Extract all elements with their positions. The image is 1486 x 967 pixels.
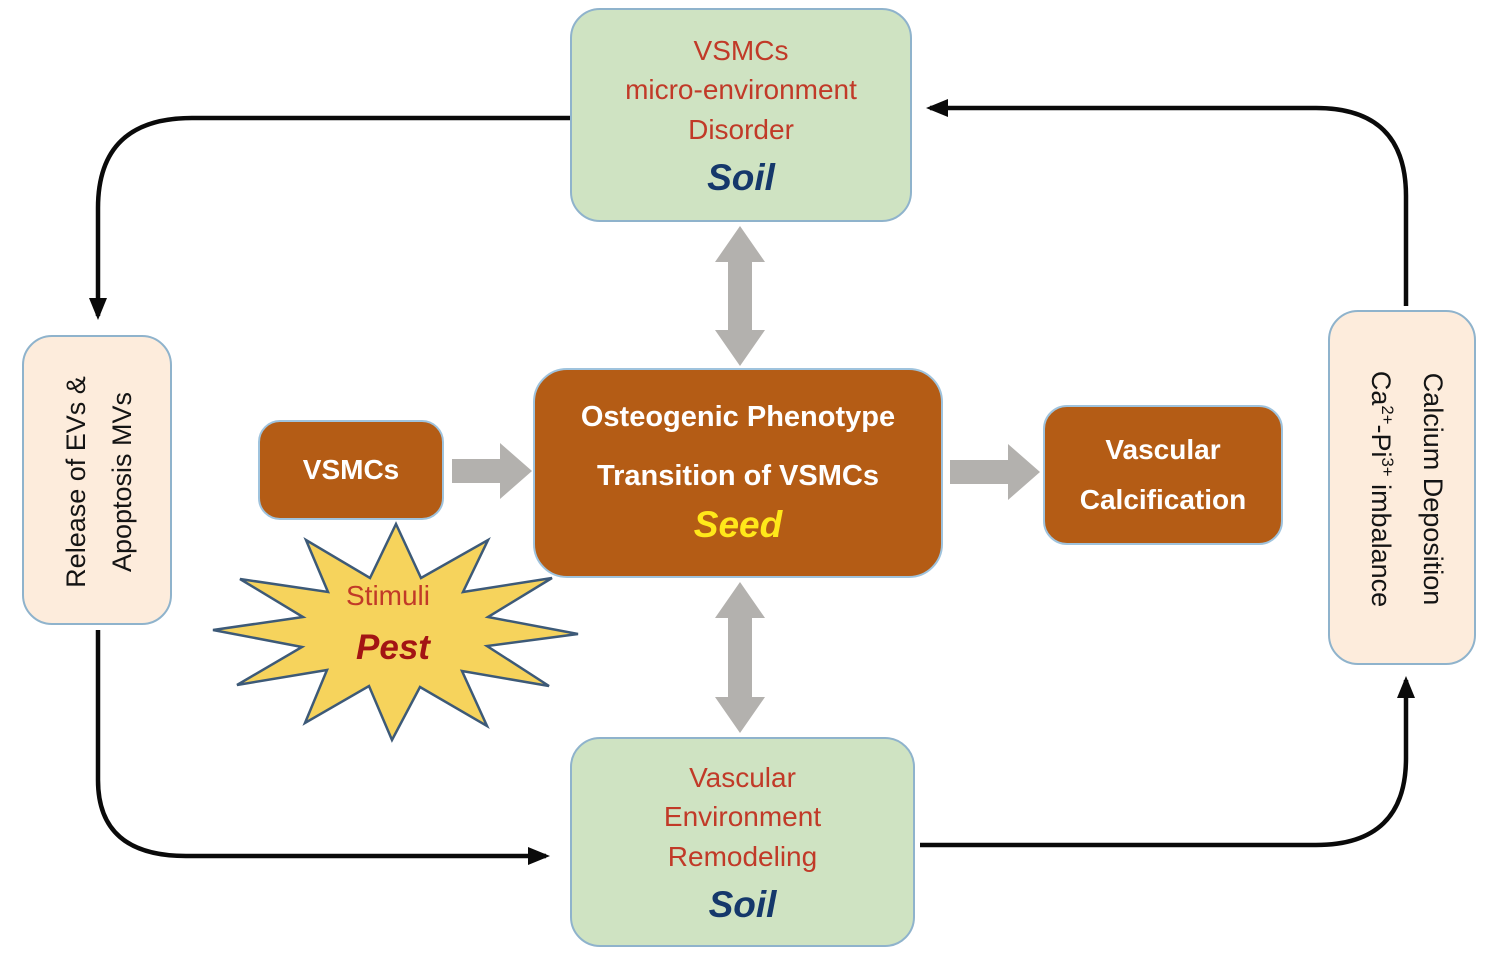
stimuli-line: Stimuli	[345, 580, 430, 611]
imbalance-line2: Calcium Deposition	[1418, 372, 1448, 606]
top-soil-label: Soil	[707, 156, 775, 198]
bottom-soil-label: Soil	[708, 883, 777, 925]
release-line1: Release of EVs &	[61, 376, 91, 588]
bottom-soil-line2: Environment	[663, 801, 822, 833]
imbalance-pi: -Pi	[1366, 424, 1396, 458]
vsmcs-label: VSMCs	[302, 454, 400, 486]
top-soil-line2: micro-environment	[625, 74, 857, 106]
imbalance-ca: Ca	[1366, 370, 1396, 406]
node-osteogenic-transition: Osteogenic Phenotype Transition of VSMCs…	[533, 368, 943, 578]
release-line2: Apoptosis MVs	[107, 391, 137, 573]
bottom-soil-line3: Remodeling	[667, 840, 818, 872]
imbalance-ca-sup: 2+	[1378, 405, 1397, 425]
node-vsmcs: VSMCs	[258, 420, 444, 520]
node-release-evs-apoptosis-mvs: Release of EVs & Apoptosis MVs	[22, 335, 172, 625]
stimuli-starburst	[212, 521, 579, 743]
calcification-line1: Vascular	[1105, 434, 1221, 466]
arrow-topsoil-transition-double	[715, 226, 765, 366]
arrow-transition-bottomsoil-double	[715, 582, 765, 733]
node-vascular-environment-remodeling: Vascular Environment Remodeling Soil	[570, 737, 915, 947]
bottom-soil-line1: Vascular	[689, 762, 796, 794]
arrow-release-to-bottomsoil	[95, 630, 550, 865]
node-ca-pi-imbalance: Ca2+-Pi3+ imbalance Calcium Deposition	[1328, 310, 1476, 665]
arrow-bottomsoil-to-imbalance	[920, 676, 1415, 848]
imbalance-line1: Ca2+-Pi3+ imbalance	[1366, 319, 1407, 659]
arrow-topsoil-to-release	[89, 115, 576, 320]
top-soil-line1: VSMCs	[693, 35, 789, 67]
transition-line2: Transition of VSMCs	[597, 460, 879, 492]
imbalance-rest: imbalance	[1366, 476, 1396, 608]
transition-line1: Osteogenic Phenotype	[580, 401, 896, 434]
node-vsmc-microenvironment-disorder: VSMCs micro-environment Disorder Soil	[570, 8, 912, 222]
top-soil-line3: Disorder	[688, 113, 794, 145]
arrow-imbalance-to-topsoil	[926, 99, 1409, 306]
imbalance-pi-sup: 3+	[1378, 457, 1397, 477]
pest-label: Pest	[356, 628, 430, 667]
arrow-transition-to-calcification	[950, 444, 1040, 500]
arrow-vsmcs-to-transition	[452, 443, 532, 499]
seed-label: Seed	[693, 503, 783, 545]
node-vascular-calcification: Vascular Calcification	[1043, 405, 1283, 545]
calcification-line2: Calcification	[1079, 484, 1247, 515]
